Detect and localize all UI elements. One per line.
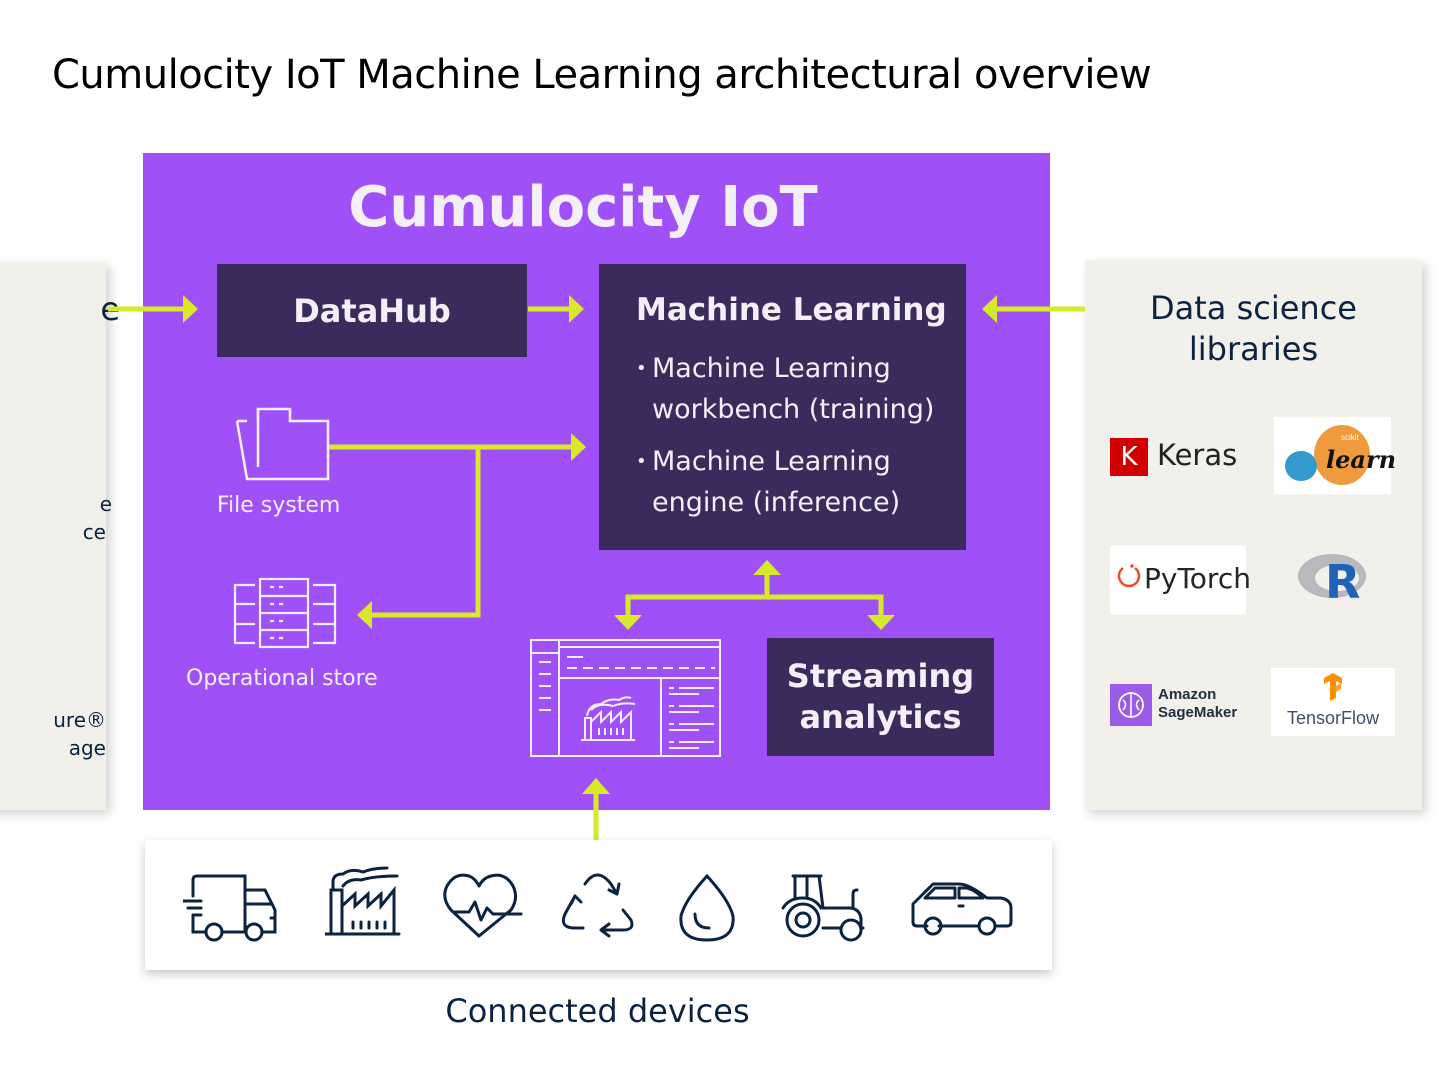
heart-pulse-icon xyxy=(443,873,523,938)
panel-fragment: age xyxy=(68,736,106,760)
keras-label: Keras xyxy=(1157,438,1238,472)
folder-icon xyxy=(235,407,330,481)
car-icon xyxy=(911,882,1013,936)
ml-bullet: Machine Learning workbench (training) xyxy=(636,348,942,430)
scikit-learn-icon xyxy=(1285,425,1370,485)
keras-logo: K Keras xyxy=(1110,436,1238,476)
tensorflow-label: TensorFlow xyxy=(1286,708,1380,728)
tensorflow-logo: TensorFlow xyxy=(1271,668,1395,736)
data-sources-panel: e e ce ure® age xyxy=(0,262,120,810)
sagemaker-logo: Amazon SageMaker xyxy=(1110,684,1250,726)
streaming-analytics-box[interactable]: Streaming analytics xyxy=(767,638,994,756)
connected-devices-label: Connected devices xyxy=(445,992,750,1030)
database-icon xyxy=(233,577,337,649)
sagemaker-brain-icon xyxy=(1110,684,1152,726)
cumulocity-platform: Cumulocity IoT DataHub Machine Learning … xyxy=(143,153,1050,810)
machine-learning-box[interactable]: Machine Learning Machine Learning workbe… xyxy=(599,264,966,550)
panel-fragment: ure® xyxy=(53,708,106,732)
streaming-analytics-label: Streaming analytics xyxy=(786,657,975,736)
pytorch-label: PyTorch xyxy=(1144,562,1251,595)
tractor-icon xyxy=(781,874,865,942)
connected-devices-panel xyxy=(145,840,1052,970)
recycle-icon xyxy=(561,873,634,938)
panel-fragment: e xyxy=(100,290,120,328)
ml-bullets: Machine Learning workbench (training) Ma… xyxy=(636,348,942,534)
datahub-box[interactable]: DataHub xyxy=(217,264,527,357)
data-science-panel: Data science libraries K Keras scikit le… xyxy=(1085,260,1422,810)
panel-fragment: e xyxy=(99,492,112,516)
operational-store-label: Operational store xyxy=(186,666,378,691)
scikit-learn-logo: scikit learn xyxy=(1274,417,1396,494)
panel-fragment: ce xyxy=(82,520,106,544)
water-drop-icon xyxy=(679,873,735,942)
platform-title: Cumulocity IoT xyxy=(348,175,818,240)
ml-title: Machine Learning xyxy=(636,292,947,328)
sagemaker-line2: SageMaker xyxy=(1158,704,1238,721)
factory-icon xyxy=(325,866,401,936)
file-system-label: File system xyxy=(217,493,341,518)
scikit-learn-text: learn xyxy=(1326,445,1397,474)
dashboard-icon[interactable] xyxy=(529,638,723,758)
r-ring-icon xyxy=(1298,554,1366,598)
page-title: Cumulocity IoT Machine Learning architec… xyxy=(52,52,1152,98)
r-logo: R xyxy=(1295,548,1375,610)
pytorch-logo: PyTorch xyxy=(1110,546,1251,614)
pytorch-flame-icon xyxy=(1117,564,1141,588)
sagemaker-line1: Amazon xyxy=(1158,686,1217,703)
tensorflow-icon xyxy=(1324,673,1342,701)
datahub-label: DataHub xyxy=(293,291,451,330)
truck-icon xyxy=(183,874,277,942)
ml-bullet: Machine Learning engine (inference) xyxy=(636,441,922,523)
data-science-title: Data science libraries xyxy=(1150,289,1357,368)
r-letter: R xyxy=(1325,555,1361,609)
scikit-small-text: scikit xyxy=(1341,433,1359,442)
keras-badge: K xyxy=(1110,438,1148,476)
